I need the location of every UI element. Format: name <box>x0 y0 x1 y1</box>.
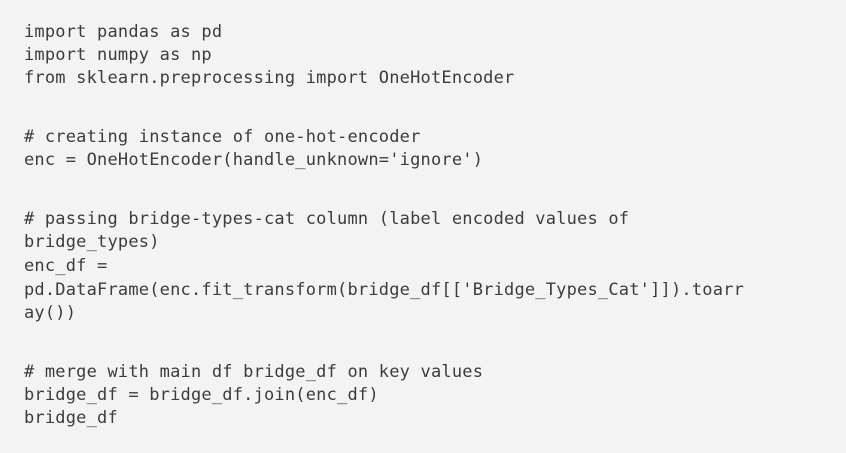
code-line-dataframe: pd.DataFrame(enc.fit_transform(bridge_df… <box>24 280 745 300</box>
code-comment-passing-cont: bridge_types) <box>24 232 160 252</box>
code-comment-instance: # creating instance of one-hot-encoder <box>24 127 421 147</box>
code-line-output: bridge_df <box>24 408 118 428</box>
code-comment-passing: # passing bridge-types-cat column (label… <box>24 209 630 229</box>
code-line-import-numpy: import numpy as np <box>24 45 212 65</box>
code-line-join: bridge_df = bridge_df.join(enc_df) <box>24 385 379 405</box>
code-line-import-encoder: from sklearn.preprocessing import OneHot… <box>24 68 515 88</box>
code-line-dataframe-cont: ay()) <box>24 303 77 323</box>
code-line-import-pandas: import pandas as pd <box>24 22 223 42</box>
code-line-enc-assign: enc = OneHotEncoder(handle_unknown='igno… <box>24 150 484 170</box>
code-comment-merge: # merge with main df bridge_df on key va… <box>24 362 484 382</box>
code-line-enc-df: enc_df = <box>24 256 108 276</box>
